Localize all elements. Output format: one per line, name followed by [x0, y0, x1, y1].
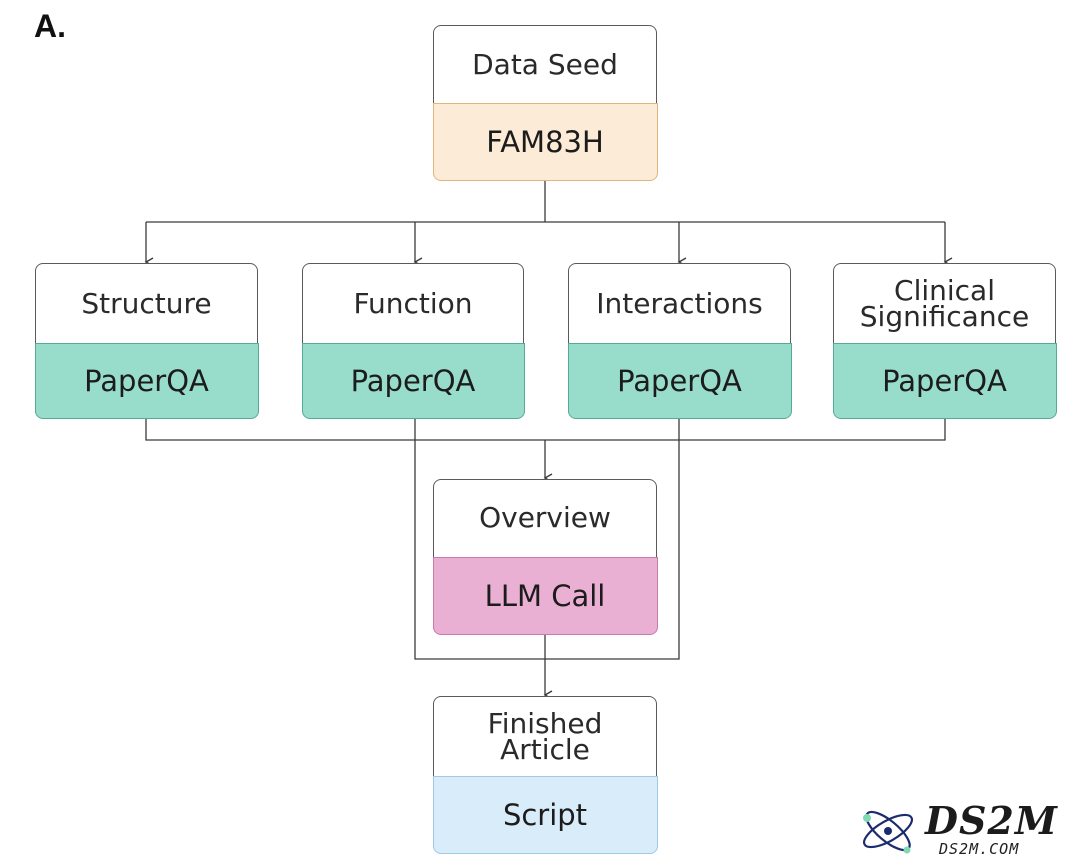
script-tool: Script: [432, 775, 658, 854]
interactions-node: Interactions PaperQA: [567, 263, 792, 419]
watermark-logo: DS2M DS2M.COM: [855, 798, 1070, 864]
structure-title: Structure: [81, 287, 212, 320]
structure-node: Structure PaperQA: [34, 263, 259, 419]
overview-node: Overview LLM Call: [432, 479, 658, 635]
watermark-sub-text: DS2M.COM: [939, 840, 1020, 858]
data-seed-node: Data Seed FAM83H: [432, 25, 658, 181]
clinical-paperqa-tool: PaperQA: [832, 342, 1057, 419]
fam83h-tool: FAM83H: [432, 102, 658, 181]
clinical-significance-node: Clinical Significance PaperQA: [832, 263, 1057, 419]
finished-article-title: Finished Article: [434, 697, 656, 777]
function-paperqa-tool: PaperQA: [301, 342, 525, 419]
collect-structure-clinical: [145, 418, 946, 441]
finished-article-node: Finished Article Script: [432, 696, 658, 854]
interactions-paperqa-tool: PaperQA: [567, 342, 792, 419]
bypass-interactions: [545, 418, 680, 660]
panel-label: A.: [34, 8, 66, 44]
finished-title-line1: Finished: [487, 707, 603, 740]
clinical-title-line2: Significance: [859, 300, 1030, 333]
atom-icon: [862, 810, 914, 854]
data-seed-title: Data Seed: [472, 48, 618, 81]
clinical-title-line1: Clinical: [894, 274, 995, 307]
structure-paperqa-tool: PaperQA: [34, 342, 259, 419]
function-node: Function PaperQA: [301, 263, 525, 419]
interactions-title: Interactions: [596, 287, 763, 320]
bypass-function: [414, 418, 545, 660]
overview-title: Overview: [479, 501, 611, 534]
llm-call-tool: LLM Call: [432, 556, 658, 635]
watermark-main-text: DS2M: [925, 798, 1058, 843]
finished-title-line2: Article: [500, 733, 590, 766]
clinical-significance-title: Clinical Significance: [834, 264, 1055, 344]
function-title: Function: [353, 287, 473, 320]
